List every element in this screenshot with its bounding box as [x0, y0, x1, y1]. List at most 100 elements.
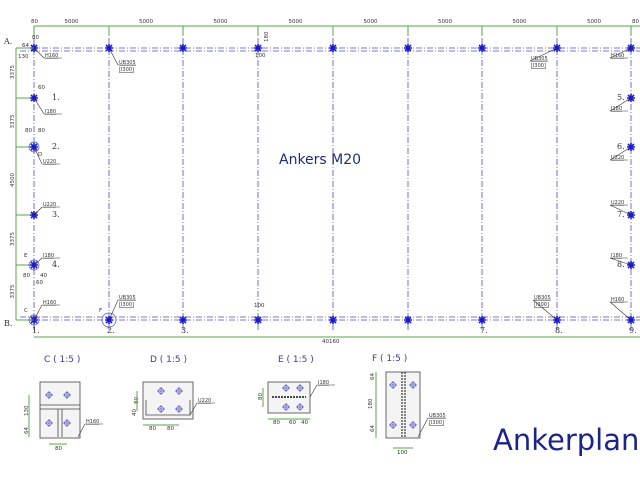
small-dim: 180 — [264, 31, 270, 42]
leader-line — [33, 304, 43, 321]
right-point-label: 8. — [617, 260, 625, 269]
leader-line — [609, 47, 632, 59]
anchor-marker — [478, 44, 486, 52]
left-dim-label: 3375 — [10, 232, 16, 246]
small-dim: 80 — [23, 273, 30, 279]
right-point-label: 7. — [617, 210, 625, 219]
leader-line — [108, 47, 119, 66]
profile-label: UB305 — [119, 60, 136, 66]
detail-dim: 80 — [149, 426, 156, 432]
detail-mark: C — [24, 308, 28, 314]
profile-label: U220 — [43, 202, 56, 208]
profile-label: UB305 — [119, 295, 136, 301]
h160-section — [40, 404, 80, 437]
anchor-marker — [329, 44, 337, 52]
right-point-label: 5. — [617, 93, 625, 102]
detail-title: C ( 1:5 ) — [44, 355, 80, 365]
leader-line — [609, 146, 632, 161]
small-dim: 80 — [32, 35, 39, 41]
anchor-marker — [179, 316, 187, 324]
u220-section — [145, 400, 191, 416]
anchor-marker — [179, 44, 187, 52]
profile-label-size: [I300] — [534, 302, 549, 308]
small-dim: 64 — [22, 43, 29, 49]
detail-callout-circle — [28, 259, 40, 271]
base-plate — [385, 371, 421, 439]
detail-dim: 180 — [368, 398, 374, 409]
leader-line — [529, 47, 558, 62]
anchor-marker — [478, 316, 486, 324]
detail-title: E ( 1:5 ) — [278, 355, 314, 365]
ub305-section — [401, 372, 406, 438]
anchor-marker — [254, 316, 262, 324]
leader-line — [609, 97, 632, 112]
total-dim-label: 40160 — [322, 339, 340, 345]
leader-line — [189, 402, 198, 416]
base-plate — [142, 381, 194, 420]
column-label: 7. — [480, 326, 488, 335]
dim-label: 5000 — [289, 19, 303, 25]
detail-profile-label: H160 — [86, 419, 99, 425]
anchor-marker — [329, 316, 337, 324]
left-dim-label: 3375 — [10, 114, 16, 128]
left-point-label: 1. — [52, 93, 60, 102]
detail-dim: 130 — [24, 405, 30, 416]
anchor-marker — [404, 44, 412, 52]
leader-line — [609, 257, 632, 266]
column-label: 3. — [181, 326, 189, 335]
profile-label: UB305 — [534, 295, 551, 301]
leader-line — [532, 299, 558, 321]
profile-label-size: [I300] — [119, 302, 134, 308]
leader-line — [417, 417, 429, 438]
detail-callout-circle — [28, 314, 40, 326]
dim-label: 5000 — [65, 19, 79, 25]
left-point-label: 3. — [52, 210, 60, 219]
profile-label: H160 — [43, 300, 56, 306]
leader-line — [609, 204, 632, 216]
dim-label: 5000 — [214, 19, 228, 25]
base-plate — [39, 381, 81, 439]
detail-mark: D — [38, 152, 42, 158]
small-dim: 60 — [36, 280, 43, 286]
profile-label: I180 — [45, 109, 56, 115]
small-dim: 100 — [254, 303, 265, 309]
dim-label: 5000 — [438, 19, 452, 25]
detail-profile-label: U220 — [198, 398, 211, 404]
detail-title: F ( 1:5 ) — [372, 354, 407, 364]
detail-dim: 60 — [289, 420, 296, 426]
detail-dim: 64 — [370, 373, 376, 380]
leader-line — [33, 47, 45, 59]
drawing-title: Ankerplan — [493, 423, 640, 457]
row-label-A: A. — [3, 37, 12, 46]
column-label: 2. — [107, 326, 115, 335]
dim-label: 5000 — [139, 19, 153, 25]
anchor-marker — [254, 44, 262, 52]
left-dim-label: 4500 — [10, 173, 16, 187]
profile-label-size: [I300] — [119, 67, 134, 73]
row-label-B: B. — [4, 319, 12, 328]
leader-line — [309, 384, 318, 398]
profile-label: I180 — [611, 253, 622, 259]
detail-profile-label: I180 — [318, 380, 329, 386]
dim-label: 5000 — [364, 19, 378, 25]
leader-line — [108, 299, 119, 321]
detail-mark: F — [99, 308, 102, 314]
detail-callout-circle — [28, 141, 40, 153]
detail-dim: 80 — [258, 393, 264, 400]
detail-dim: 80 — [55, 446, 62, 452]
small-dim: 60 — [38, 85, 45, 91]
small-dim: 130 — [18, 54, 29, 60]
profile-label: U220 — [43, 159, 56, 165]
detail-dim: 80 — [273, 420, 280, 426]
left-dim-label: 3375 — [10, 284, 16, 298]
left-dim-label: 3375 — [10, 65, 16, 79]
column-label: 8. — [555, 326, 563, 335]
detail-dim: 40 — [301, 420, 308, 426]
leader-line — [33, 206, 43, 216]
dim-label: 5000 — [587, 19, 601, 25]
left-point-label: 2. — [52, 142, 60, 151]
profile-label-size: [I300] — [531, 63, 546, 69]
